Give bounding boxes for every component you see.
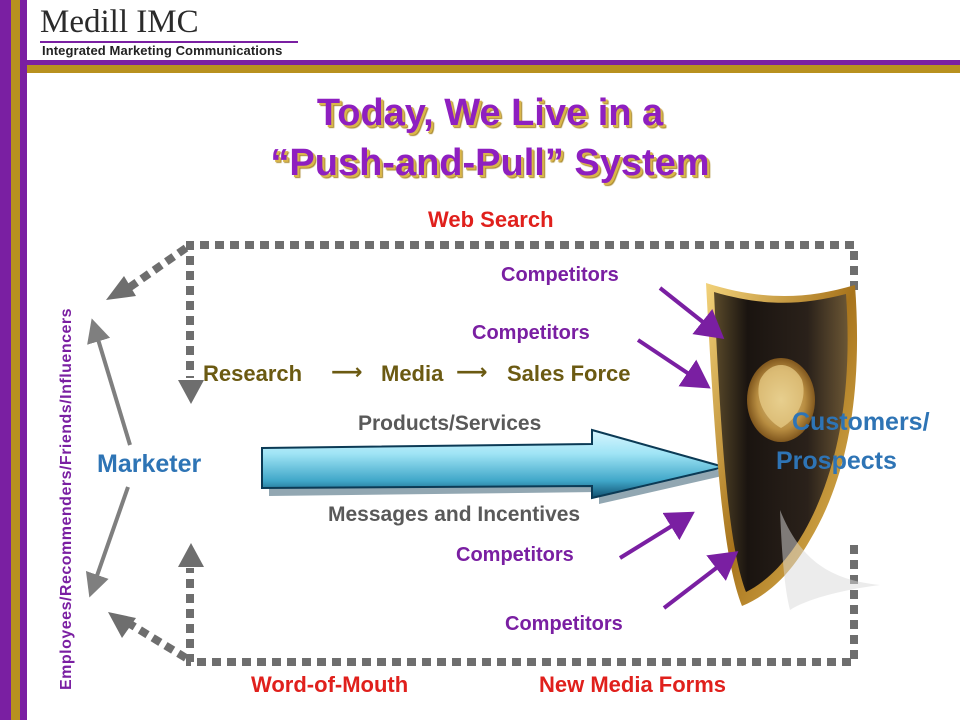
dotted-arrow-top-left (127, 244, 189, 291)
slide-title-line-1: Today, We Live in a (316, 92, 664, 134)
competitor-arrow-4 (662, 551, 739, 610)
competitor-arrow-2 (636, 338, 711, 389)
dotted-arrowhead-bottom-left (108, 612, 136, 638)
dotted-loop-bottom (186, 545, 858, 666)
research-label: Research (203, 361, 303, 386)
competitors-label-4: Competitors (505, 613, 623, 635)
competitor-arrow-1 (658, 286, 725, 339)
competitors-label-3: Competitors (456, 544, 574, 566)
left-border-purple (0, 0, 11, 720)
dotted-arrowhead-bottom-up (178, 543, 204, 567)
push-arrow (261, 428, 731, 504)
medill-logo: Medill IMC Integrated Marketing Communic… (36, 4, 300, 60)
slide-title-line-2: “Push-and-Pull” System (270, 142, 710, 184)
logo-name: Medill IMC (40, 4, 199, 40)
research-media-arrow-icon: ⟶ (331, 359, 363, 384)
header-rule-gold (27, 65, 960, 73)
left-border-inner (20, 0, 27, 720)
influencers-label: Employees/Recommenders/Friends/Influence… (58, 307, 75, 690)
products-services-label: Products/Services (358, 412, 542, 435)
dotted-arrow-bottom-left (127, 620, 189, 662)
media-label: Media (381, 361, 444, 386)
prospects-label: Prospects (776, 447, 897, 475)
competitors-label-1: Competitors (501, 264, 619, 286)
logo-subtitle: Integrated Marketing Communications (42, 43, 283, 58)
word-of-mouth-label: Word-of-Mouth (251, 672, 409, 697)
logo-rule (40, 41, 298, 43)
dotted-arrowhead-top-left (106, 276, 136, 300)
dotted-arrowhead-top-down (178, 380, 204, 404)
web-search-label: Web Search (428, 207, 554, 232)
left-border-gold (11, 0, 20, 720)
marketer-label: Marketer (97, 450, 202, 478)
competitors-label-2: Competitors (472, 322, 590, 344)
new-media-forms-label: New Media Forms (539, 672, 727, 697)
shield-icon (706, 283, 880, 610)
marketer-up-arrow (87, 318, 132, 446)
marketer-down-arrow (85, 486, 130, 598)
messages-incentives-label: Messages and Incentives (328, 503, 581, 526)
sales-force-label: Sales Force (507, 361, 631, 386)
media-sales-arrow-icon: ⟶ (456, 359, 488, 384)
dotted-loop-top (186, 241, 858, 378)
competitor-arrow-3 (618, 511, 695, 560)
customers-label: Customers/ (792, 408, 930, 436)
header-rule-purple (27, 60, 960, 65)
